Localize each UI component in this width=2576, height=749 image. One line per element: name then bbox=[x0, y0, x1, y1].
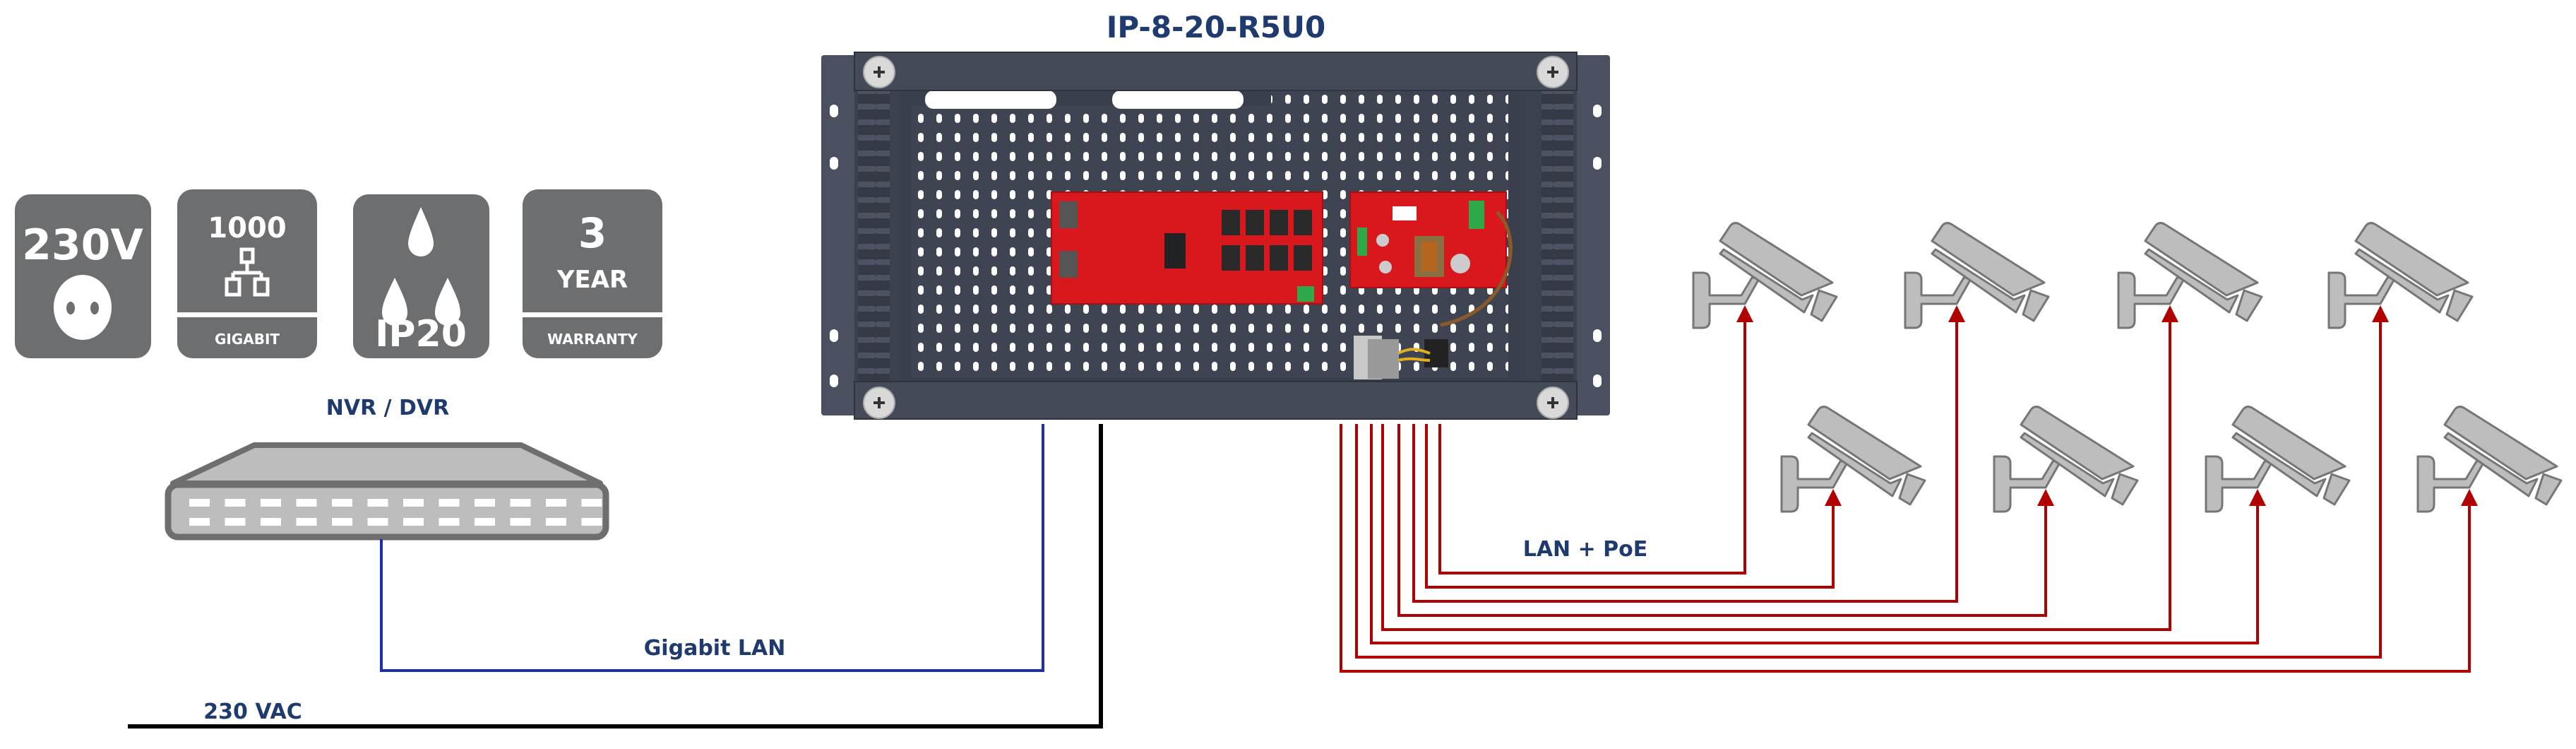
nvr-port bbox=[546, 499, 566, 507]
rj45-port bbox=[1222, 210, 1240, 235]
poe-cable bbox=[1370, 424, 2259, 644]
poe-label: LAN + PoE bbox=[1522, 537, 1648, 562]
product-title: IP-8-20-R5U0 bbox=[1106, 10, 1326, 45]
nvr-port bbox=[332, 499, 352, 507]
poe-cable bbox=[1381, 319, 2171, 631]
network-icon bbox=[225, 247, 270, 297]
nvr-port bbox=[581, 518, 602, 526]
gigabit-lan-label: Gigabit LAN bbox=[643, 636, 786, 661]
nvr-port bbox=[403, 518, 424, 526]
gigabit-lan-cable bbox=[380, 424, 1044, 672]
poe-cable bbox=[1412, 319, 1958, 603]
badge-230v: 230V bbox=[15, 194, 151, 358]
arrow-head-icon bbox=[2461, 489, 2478, 506]
nvr-port bbox=[367, 518, 388, 526]
badge-gigabit-bottom: GIGABIT bbox=[215, 331, 280, 348]
power-label: 230 VAC bbox=[203, 700, 302, 724]
nvr-device bbox=[165, 442, 609, 541]
rj45-port bbox=[1222, 245, 1240, 271]
arrow-head-icon bbox=[2037, 489, 2054, 506]
arrow-head-icon bbox=[1948, 305, 1965, 322]
nvr-port bbox=[475, 499, 495, 507]
poe-cable bbox=[1355, 319, 2382, 659]
camera-icon bbox=[1780, 406, 1926, 513]
nvr-port bbox=[189, 518, 210, 526]
poe-cables bbox=[1340, 305, 2478, 673]
nvr-port bbox=[332, 518, 352, 526]
nvr-port bbox=[225, 518, 246, 526]
nvr-port bbox=[403, 499, 424, 507]
power-cable bbox=[128, 424, 1103, 729]
badge-warranty-bottom: WARRANTY bbox=[547, 331, 638, 348]
camera-icon bbox=[1993, 406, 2139, 513]
poe-cable bbox=[1438, 319, 1746, 574]
water-drops-icon bbox=[382, 207, 460, 326]
nvr-port bbox=[439, 518, 460, 526]
badge-ip20: IP20 bbox=[353, 194, 489, 358]
badge-gigabit: 1000 GIGABIT bbox=[177, 189, 317, 358]
nvr-port bbox=[546, 518, 566, 526]
badge-gigabit-top: 1000 bbox=[208, 212, 286, 244]
rj45-port bbox=[1246, 210, 1264, 235]
camera-icon bbox=[2117, 222, 2263, 329]
arrow-head-icon bbox=[1825, 489, 1842, 506]
nvr-port bbox=[581, 499, 602, 507]
socket-icon bbox=[54, 275, 112, 340]
poe-switch-board bbox=[1051, 191, 1323, 305]
terminal-block bbox=[1354, 336, 1448, 379]
nvr-ports bbox=[189, 499, 602, 526]
rack-enclosure bbox=[821, 52, 1610, 420]
arrow-head-icon bbox=[2249, 489, 2266, 506]
badge-warranty: 3 YEAR WARRANTY bbox=[523, 189, 662, 358]
camera-icon bbox=[2416, 406, 2563, 513]
arrow-head-icon bbox=[1736, 305, 1753, 322]
nvr-port bbox=[367, 499, 388, 507]
nvr-port bbox=[189, 499, 210, 507]
poe-cable bbox=[1425, 424, 1835, 589]
rj45-port bbox=[1270, 245, 1288, 271]
cameras bbox=[1692, 222, 2563, 513]
arrow-head-icon bbox=[2161, 305, 2178, 322]
rj45-port bbox=[1294, 245, 1312, 271]
nvr-port bbox=[296, 518, 317, 526]
arrow-head-icon bbox=[2372, 305, 2389, 322]
nvr-port bbox=[510, 499, 531, 507]
camera-icon bbox=[1692, 222, 1838, 329]
nvr-port bbox=[296, 499, 317, 507]
rj45-port bbox=[1270, 210, 1288, 235]
nvr-label: NVR / DVR bbox=[326, 396, 450, 420]
rj45-port bbox=[1246, 245, 1264, 271]
poe-cable bbox=[1340, 424, 2471, 673]
badge-warranty-unit: YEAR bbox=[556, 266, 628, 294]
badge-warranty-number: 3 bbox=[578, 209, 607, 257]
nvr-port bbox=[225, 499, 246, 507]
nvr-port bbox=[261, 518, 281, 526]
nvr-port bbox=[510, 518, 531, 526]
camera-icon bbox=[1904, 222, 2050, 329]
camera-icon bbox=[2327, 222, 2474, 329]
camera-icon bbox=[2205, 406, 2351, 513]
badge-ip20-text: IP20 bbox=[375, 313, 467, 355]
power-supply-board bbox=[1349, 191, 1507, 288]
nvr-port bbox=[261, 499, 281, 507]
badge-230v-text: 230V bbox=[22, 220, 143, 270]
poe-cable bbox=[1397, 424, 2047, 617]
nvr-port bbox=[475, 518, 495, 526]
nvr-port bbox=[439, 499, 460, 507]
rj45-port bbox=[1294, 210, 1312, 235]
